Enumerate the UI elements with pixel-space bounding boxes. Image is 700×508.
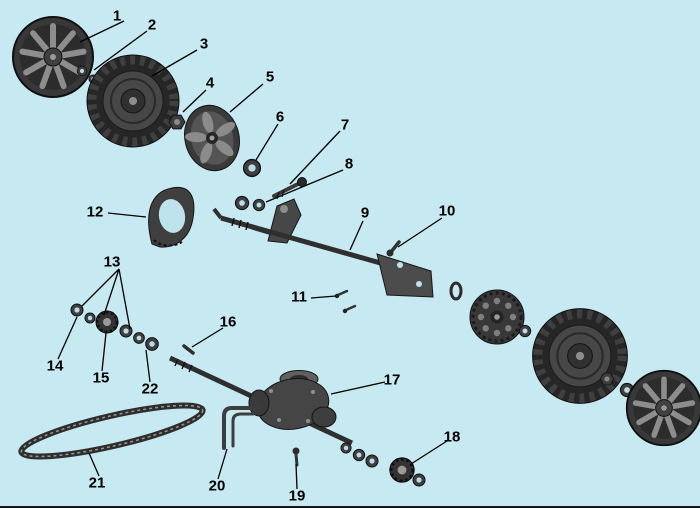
shift-rod (222, 406, 260, 450)
callout-label-2: 2 (147, 16, 157, 34)
callout-label-3: 3 (199, 35, 209, 53)
tire-right (533, 309, 628, 404)
wheel-rim-right (627, 371, 700, 445)
callout-label-14: 14 (46, 357, 64, 375)
wheel-rim-left (13, 17, 93, 97)
callout-label-9: 9 (360, 204, 370, 222)
callout-label-17: 17 (383, 371, 401, 389)
callout-label-6: 6 (275, 108, 285, 126)
callout-label-16: 16 (219, 313, 237, 331)
axle-nut-right (599, 372, 615, 386)
callout-label-20: 20 (208, 477, 226, 495)
e-ring-clip (449, 281, 463, 301)
wheel-hub-disc (184, 104, 240, 172)
thrust-washer (242, 158, 262, 178)
support-bracket (376, 253, 434, 298)
gear-dust-cover (148, 186, 195, 248)
drive-belt (18, 402, 206, 460)
drive-disc-sprocket (469, 289, 525, 345)
callout-label-1: 1 (112, 7, 122, 25)
callout-label-12: 12 (86, 203, 104, 221)
callout-label-8: 8 (344, 155, 354, 173)
pinion-sprocket (94, 309, 120, 335)
leader-lines (57, 20, 448, 490)
transmission (248, 370, 337, 430)
callout-label-7: 7 (340, 116, 350, 134)
callout-label-22: 22 (141, 380, 159, 398)
callout-label-13: 13 (103, 253, 121, 271)
washer-right-small (518, 324, 532, 338)
roll-pin (182, 344, 195, 355)
callout-label-5: 5 (265, 68, 275, 86)
hardware-bolt (292, 447, 300, 467)
retaining-rings (234, 195, 266, 212)
callout-label-15: 15 (92, 369, 110, 387)
mounting-screws (334, 289, 357, 314)
shoulder-bolt (272, 177, 307, 200)
carriage-bolt (386, 240, 401, 257)
callout-label-11: 11 (291, 288, 307, 306)
callout-label-19: 19 (288, 487, 306, 505)
callout-label-21: 21 (88, 474, 106, 492)
image-bottom-border (0, 506, 700, 508)
output-sprocket (388, 456, 416, 484)
callout-label-18: 18 (443, 428, 461, 446)
callout-label-4: 4 (205, 74, 215, 92)
callout-label-10: 10 (438, 202, 456, 220)
axle-nut-left (168, 114, 186, 130)
